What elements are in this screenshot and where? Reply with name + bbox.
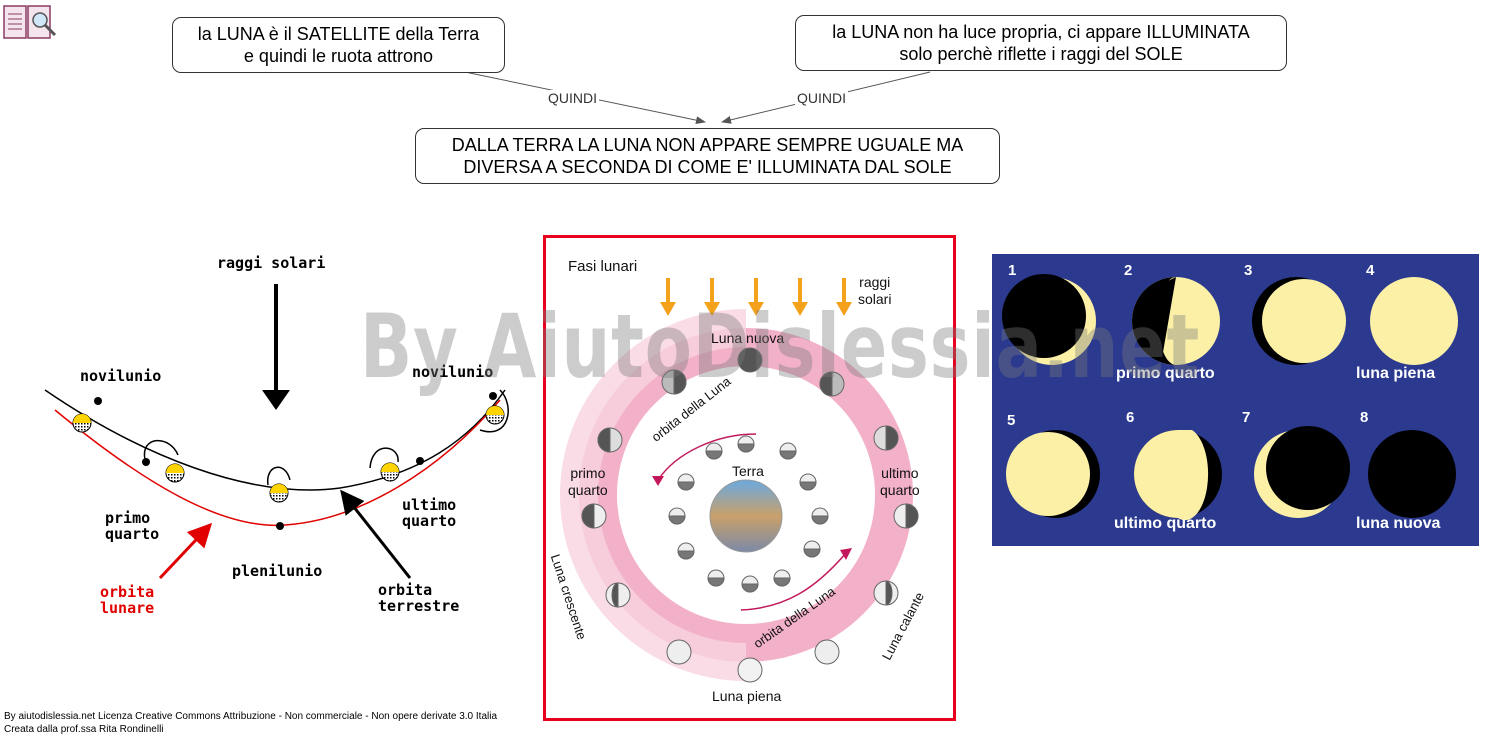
- phases-luna-piena: Luna piena: [712, 688, 782, 704]
- earth-orbit-line: [44, 389, 506, 491]
- phases-primo-quarto: primo quarto: [568, 465, 608, 498]
- moon-ultimo-quarto: [380, 457, 424, 482]
- moon-novilunio-right: [485, 392, 505, 425]
- moon-phase-8: [1368, 430, 1456, 518]
- phases-raggi: raggi solari: [858, 274, 892, 307]
- moon-label-luna-nuova: luna nuova: [1356, 515, 1441, 532]
- lunar-orbit-pointer: [158, 522, 213, 580]
- moon-novilunio-left: [72, 397, 102, 433]
- moon-plenilunio: [269, 483, 289, 530]
- moon-phase-4: [1370, 277, 1458, 365]
- moon-label-primo-quarto: primo quarto: [1116, 365, 1215, 382]
- moon-num-7: 7: [1242, 409, 1251, 426]
- moon-label-luna-piena: luna piena: [1356, 365, 1436, 382]
- earth-orbit-pointer: [340, 489, 412, 579]
- footer: By aiutodislessia.net Licenza Creative C…: [4, 710, 497, 736]
- lunar-orbit-line: [54, 399, 501, 527]
- node-light: la LUNA non ha luce propria, ci appare I…: [795, 15, 1287, 71]
- book-icon: [2, 2, 58, 42]
- moon-phase-7: [1254, 426, 1350, 518]
- phases-ultimo-quarto: ultimo quarto: [880, 465, 920, 498]
- label-primo-quarto: primo quarto: [105, 509, 160, 543]
- label-orbita-lunare: orbita lunare: [100, 583, 155, 617]
- moon-phase-6: [1134, 430, 1222, 521]
- link-label-left: QUINDI: [546, 90, 599, 106]
- label-raggi-solari: raggi solari: [217, 254, 326, 272]
- moon-num-8: 8: [1360, 409, 1369, 426]
- link-label-right: QUINDI: [795, 90, 848, 106]
- phases-terra: Terra: [732, 463, 764, 479]
- moon-num-5: 5: [1007, 412, 1016, 429]
- node-satellite: la LUNA è il SATELLITE della Terra e qui…: [172, 17, 505, 73]
- phases-luna-nuova: Luna nuova: [711, 330, 785, 346]
- moon-grid: [1002, 274, 1458, 521]
- moon-phase-5: [1006, 430, 1100, 518]
- moon-num-1: 1: [1008, 262, 1017, 279]
- label-plenilunio: plenilunio: [232, 562, 323, 580]
- label-novilunio-left: novilunio: [80, 367, 162, 385]
- phases-title: Fasi lunari: [568, 258, 638, 275]
- moon-label-ultimo-quarto: ultimo quarto: [1114, 515, 1217, 532]
- moon-phase-3: [1252, 277, 1346, 365]
- footer-author: Creata dalla prof.ssa Rita Rondinelli: [4, 724, 164, 735]
- moon-num-6: 6: [1126, 409, 1135, 426]
- footer-license: By aiutodislessia.net Licenza Creative C…: [4, 711, 498, 722]
- moon-phase-2: [1132, 277, 1220, 365]
- sun-arrows-icon: [660, 278, 852, 316]
- moon-num-4: 4: [1366, 262, 1375, 279]
- moon-num-2: 2: [1124, 262, 1133, 279]
- moon-phase-1: [1002, 274, 1096, 365]
- moon-primo-quarto: [142, 458, 185, 483]
- label-novilunio-right: novilunio: [412, 363, 494, 381]
- orbit-diagram: [44, 284, 509, 580]
- label-orbita-terrestre: orbita terrestre: [378, 581, 460, 615]
- moon-num-3: 3: [1244, 262, 1253, 279]
- phases-diagram: [560, 278, 919, 683]
- earth-icon: [709, 479, 783, 553]
- label-ultimo-quarto: ultimo quarto: [402, 496, 457, 530]
- node-result: DALLA TERRA LA LUNA NON APPARE SEMPRE UG…: [415, 128, 1000, 184]
